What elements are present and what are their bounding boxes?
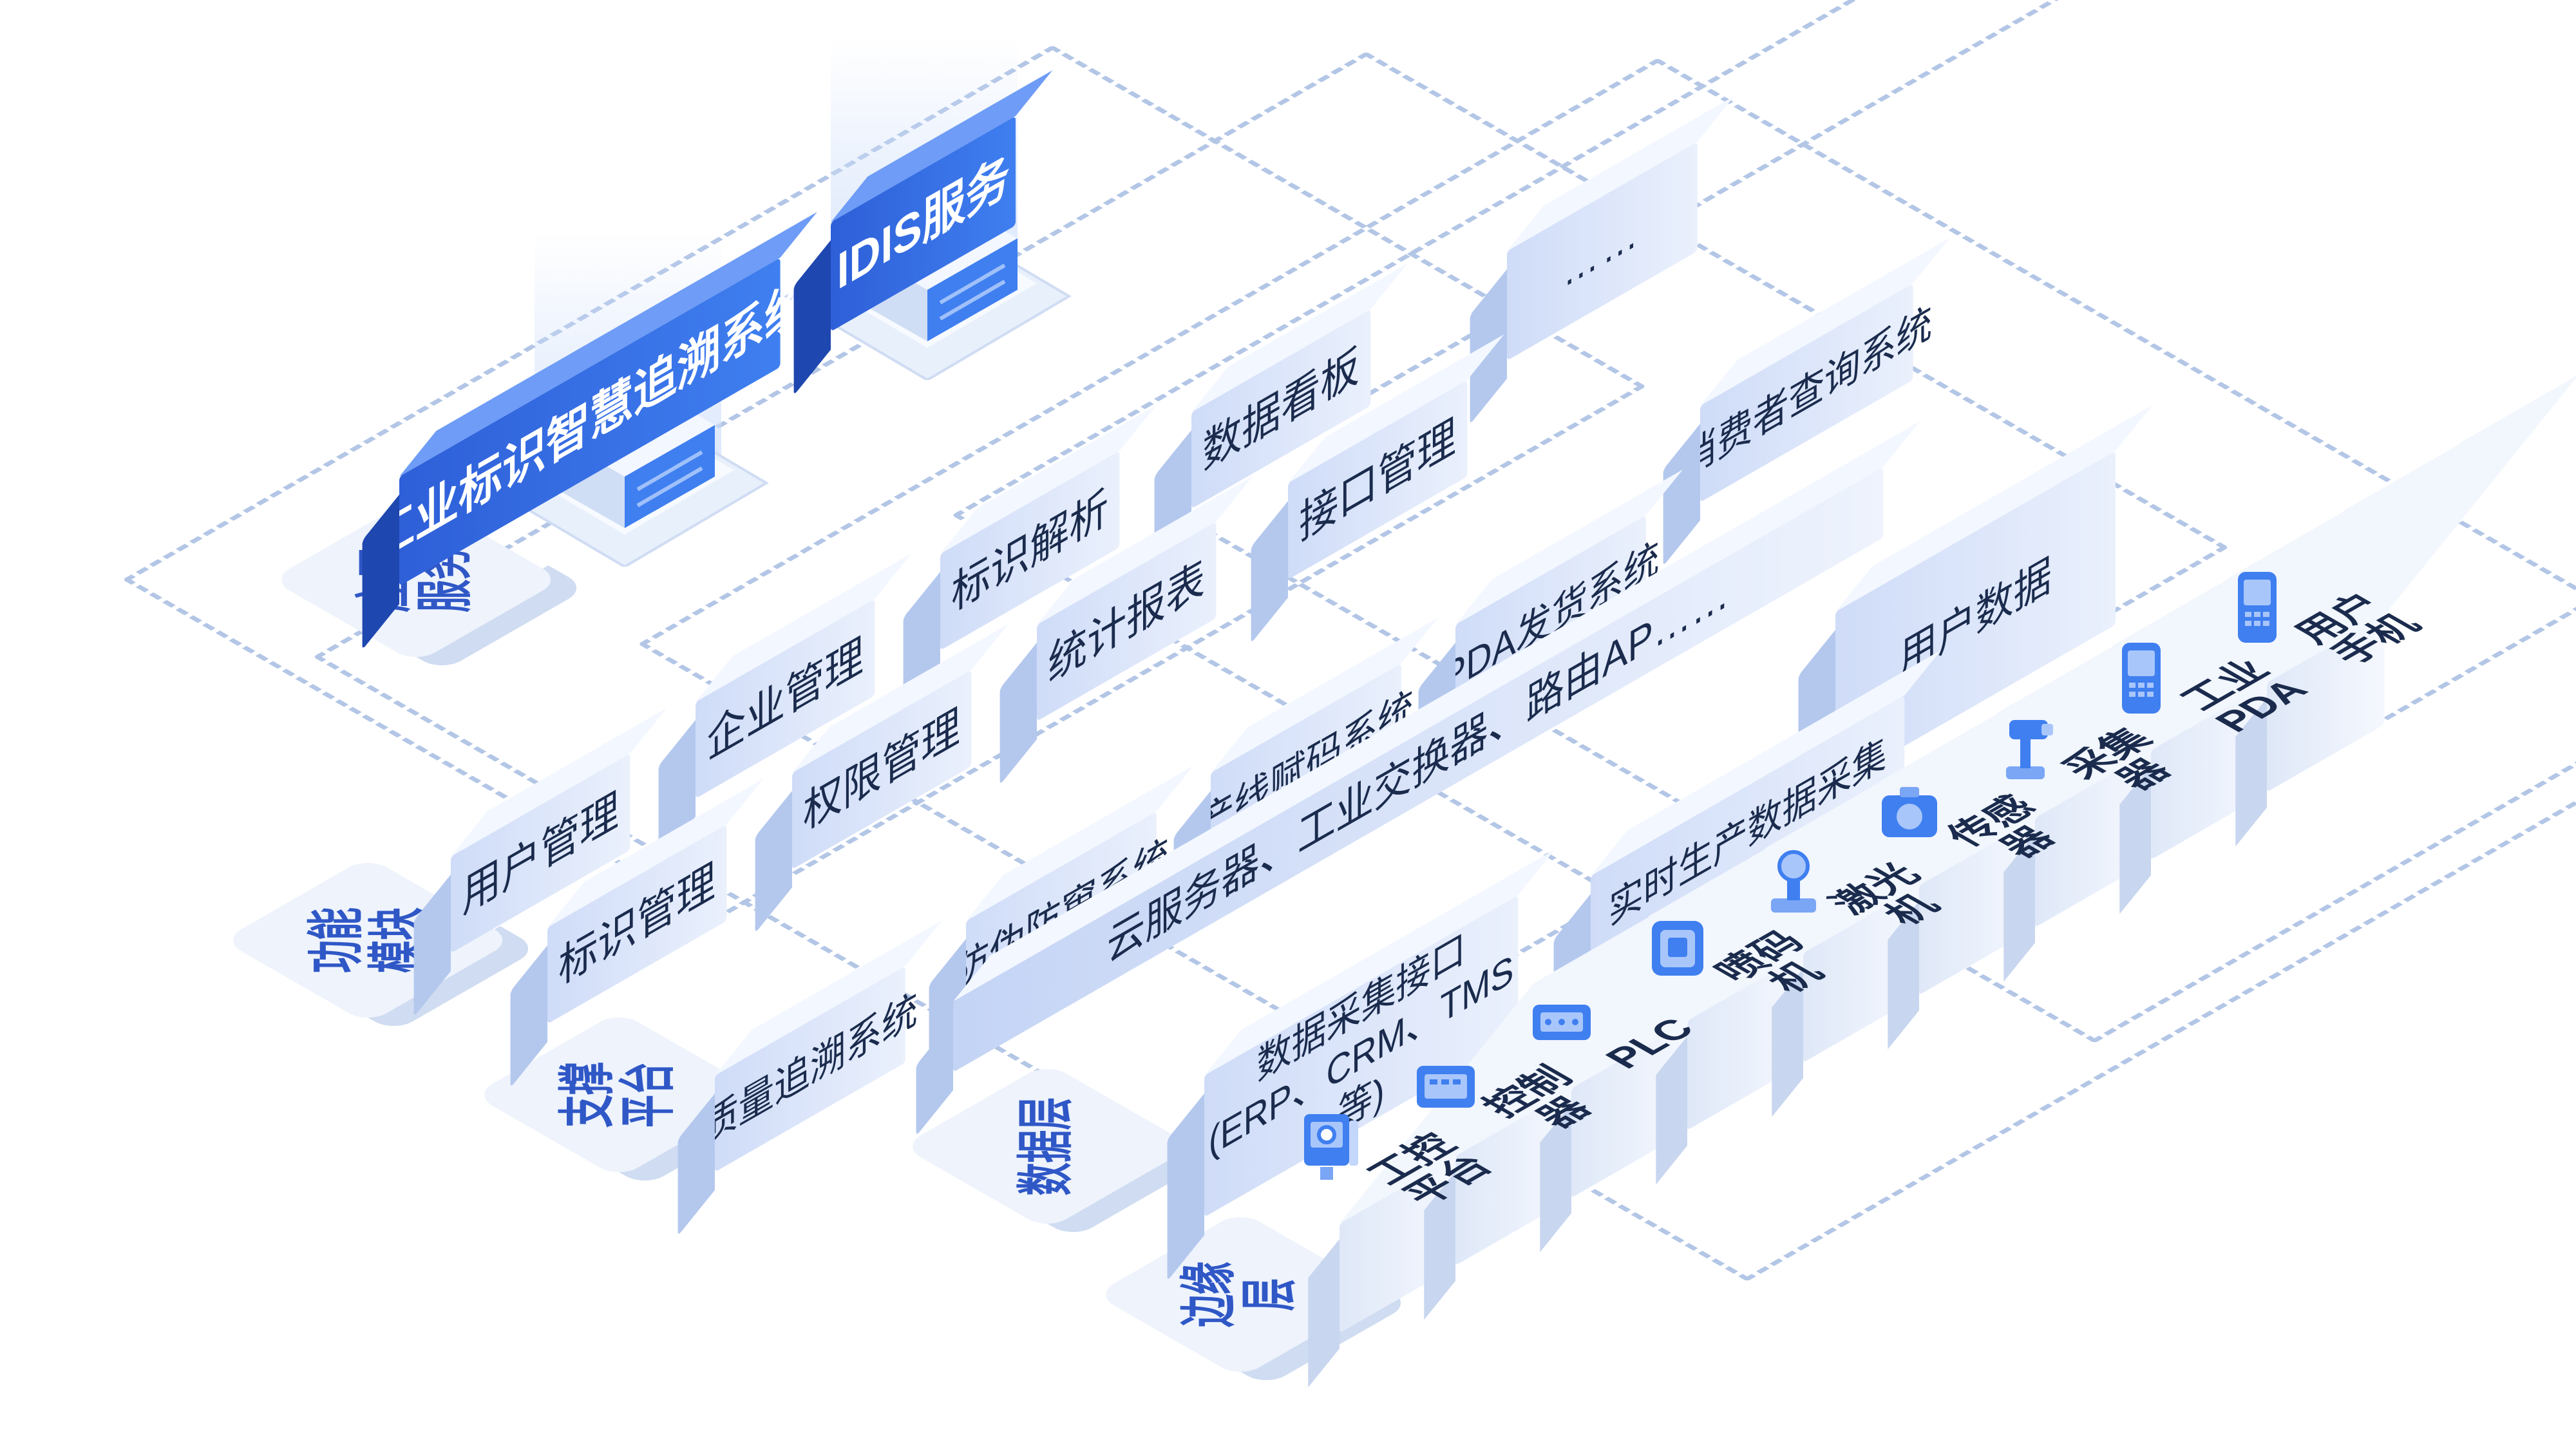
inkjet-printer-icon xyxy=(1652,921,1703,976)
sensor-icon xyxy=(1882,787,1937,837)
collector-icon xyxy=(2006,720,2053,779)
industrial-platform-icon xyxy=(1304,1114,1358,1180)
quality-trace-module: 质量追溯系统 xyxy=(677,920,943,1236)
data-layer-label: 数据层 xyxy=(1015,1097,1079,1196)
ellipsis-module-label: …… xyxy=(1563,205,1642,297)
plc-icon xyxy=(1533,1005,1591,1040)
industrial-pda-icon xyxy=(2122,643,2161,714)
laser-machine-icon xyxy=(1771,850,1816,913)
controller-icon xyxy=(1417,1066,1475,1108)
user-phone-icon xyxy=(2238,572,2277,643)
